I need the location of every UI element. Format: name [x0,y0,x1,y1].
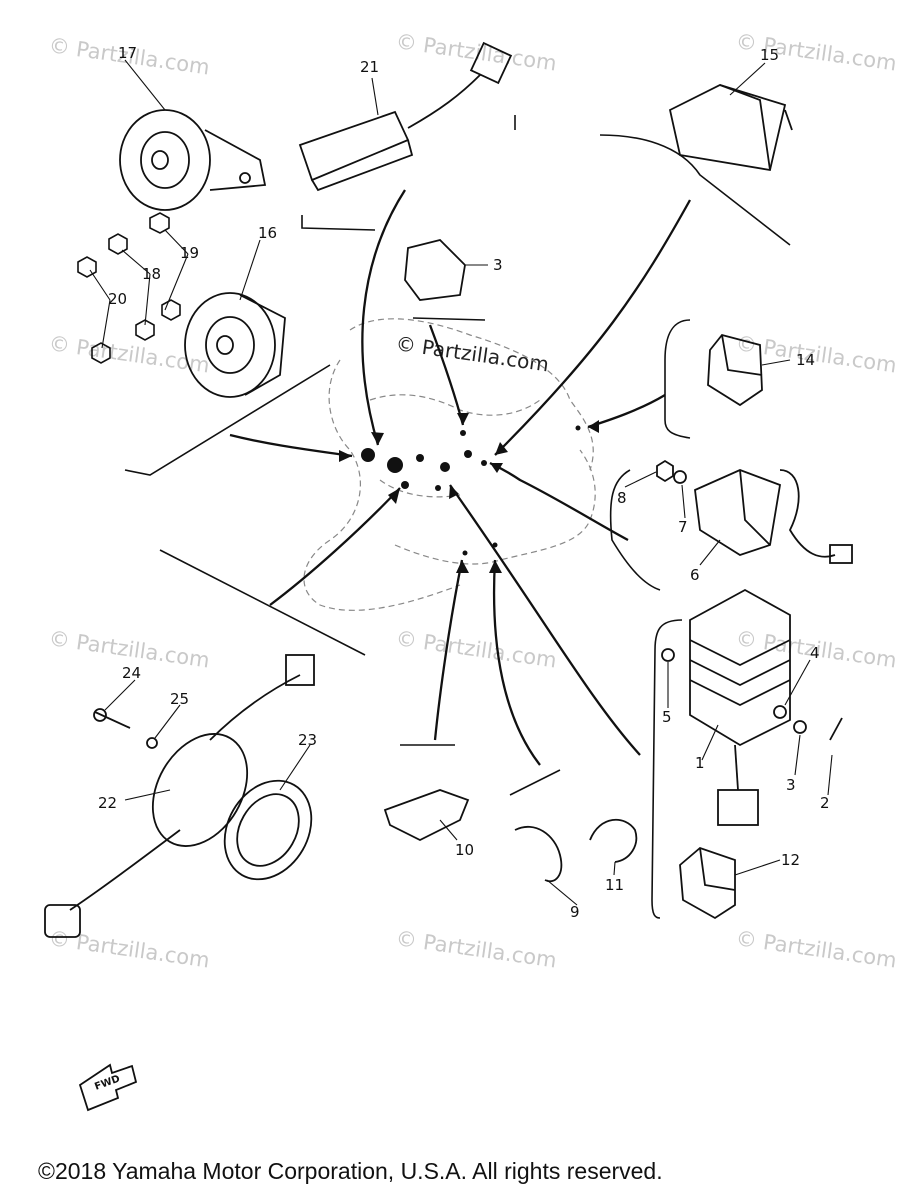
relay-14 [707,333,763,407]
watermark: © Partzilla.com [734,331,898,377]
relay-12 [679,846,736,920]
horn-16 [184,292,286,398]
callout-2: 2 [820,794,830,812]
watermark: © Partzilla.com [47,926,211,972]
callout-7: 7 [678,518,688,536]
copyright-notice: ©2018 Yamaha Motor Corporation, U.S.A. A… [38,1158,663,1184]
callout-22: 22 [98,794,117,812]
callout-8: 8 [617,489,627,507]
callout-19: 19 [180,244,199,262]
callout-3: 3 [493,256,503,274]
callout-10: 10 [455,841,474,859]
callout-16: 16 [258,224,277,242]
callout-23: 23 [298,731,317,749]
callout-17: 17 [118,44,137,62]
callout-21: 21 [360,58,379,76]
callout-5: 5 [662,708,672,726]
callout-18: 18 [142,265,161,283]
arrow-heads [339,413,599,573]
leader-lines [89,59,833,906]
callout-11: 11 [605,876,624,894]
callout-1: 1 [695,754,705,772]
relay-3 [404,239,466,301]
center-watermark: © Partzilla.com [394,331,550,376]
flasher-6 [656,459,853,564]
group-brackets [124,115,791,919]
callout-6: 6 [690,566,700,584]
mount-points [361,425,581,556]
brackets-9-10-11 [383,789,638,883]
watermark: © Partzilla.com [394,626,558,672]
watermark: © Partzilla.com [394,29,558,75]
relay-21 [298,41,513,192]
callout-15: 15 [760,46,779,64]
callout-25: 25 [170,690,189,708]
callout-3b: 3 [786,776,796,794]
callout-14: 14 [796,351,815,369]
callout-24: 24 [122,664,141,682]
callout-9: 9 [570,903,580,921]
sensor-22 [44,654,315,938]
watermark: © Partzilla.com [394,926,558,972]
horn-17 [119,109,267,211]
fwd-arrow: FWD [78,1063,138,1112]
watermark: © Partzilla.com [734,926,898,972]
callout-4: 4 [810,644,820,662]
callout-20: 20 [108,290,127,308]
callout-numbers: 17 21 15 3 14 16 19 18 20 8 7 6 4 5 1 3 … [98,44,830,921]
nuts-18-19-20 [77,212,181,364]
regulator-1 [661,588,843,826]
callout-12: 12 [781,851,800,869]
unit-15 [668,84,793,172]
